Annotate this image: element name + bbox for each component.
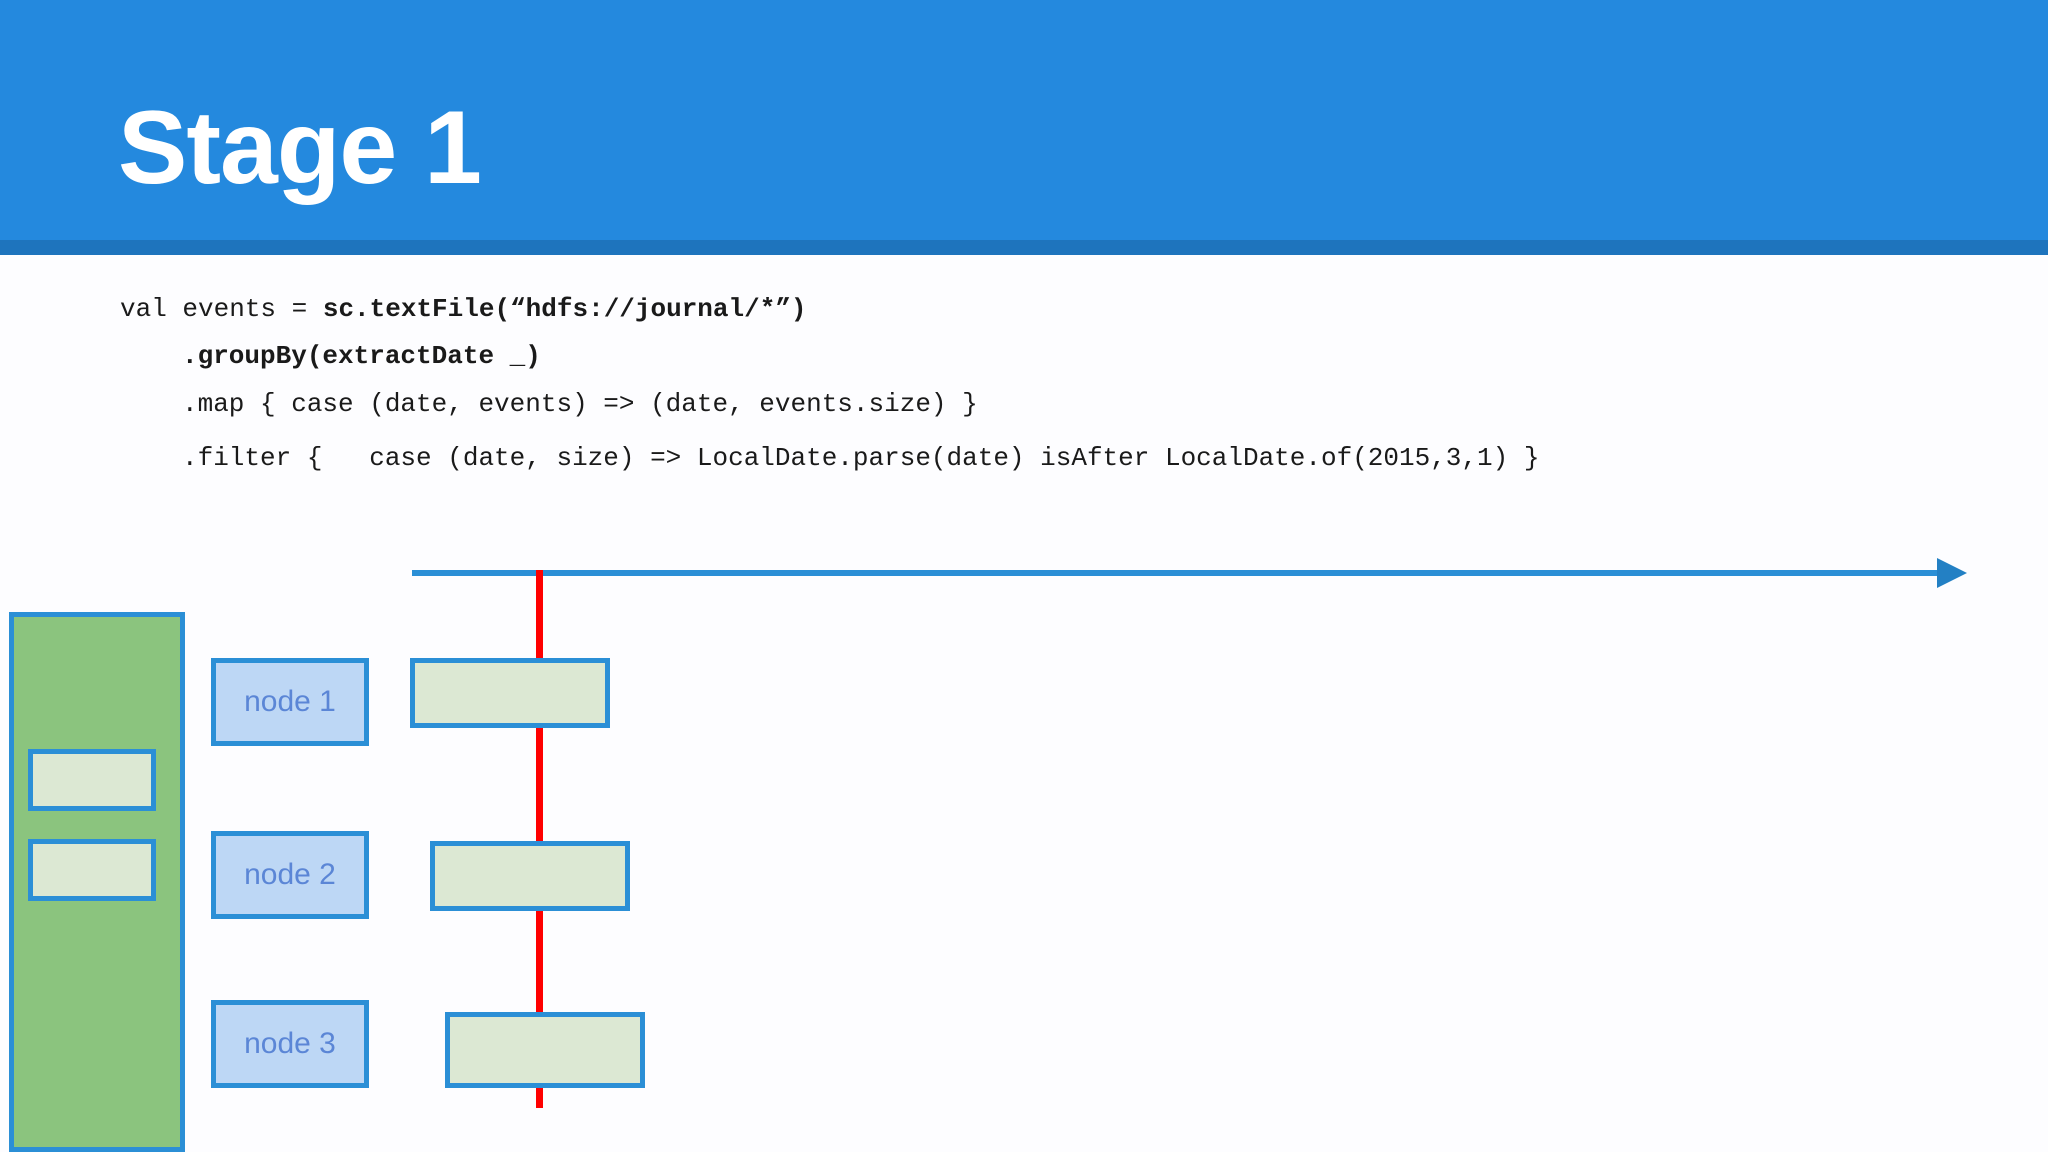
- node-box-node-2[interactable]: node 2: [211, 831, 369, 919]
- node-box-node-1[interactable]: node 1: [211, 658, 369, 746]
- time-axis-arrow-line: [412, 570, 1945, 576]
- stage-boundary-line: [536, 570, 543, 1108]
- task-block-node-1: [410, 658, 610, 728]
- node-label: node 1: [244, 685, 336, 718]
- node-label: node 3: [244, 1027, 336, 1060]
- task-block-node-3: [445, 1012, 645, 1088]
- code-segment: .filter { case (date, size) => LocalDate…: [182, 443, 1540, 473]
- node-label: node 2: [244, 858, 336, 891]
- page-title: Stage 1: [118, 90, 482, 206]
- code-line: .map { case (date, events) => (date, eve…: [182, 391, 978, 417]
- code-line: val events = sc.textFile(“hdfs://journal…: [120, 296, 807, 322]
- code-segment: sc.textFile(“hdfs://journal/*”): [322, 294, 807, 324]
- task-block-node-2: [430, 841, 630, 911]
- time-axis-arrow-head-icon: [1937, 558, 1967, 588]
- code-segment: .map { case (date, events) => (date, eve…: [182, 389, 978, 419]
- slide-header-underline: [0, 240, 2048, 255]
- result-partition-block: [28, 839, 156, 901]
- code-segment: val events =: [120, 294, 323, 324]
- code-segment: .groupBy(extractDate _): [182, 341, 541, 371]
- cluster-storage-panel: [9, 612, 185, 1152]
- code-line: .filter { case (date, size) => LocalDate…: [182, 445, 1539, 471]
- slide-header-bar: [0, 0, 2048, 240]
- result-partition-block: [28, 749, 156, 811]
- code-line: .groupBy(extractDate _): [182, 343, 541, 369]
- node-box-node-3[interactable]: node 3: [211, 1000, 369, 1088]
